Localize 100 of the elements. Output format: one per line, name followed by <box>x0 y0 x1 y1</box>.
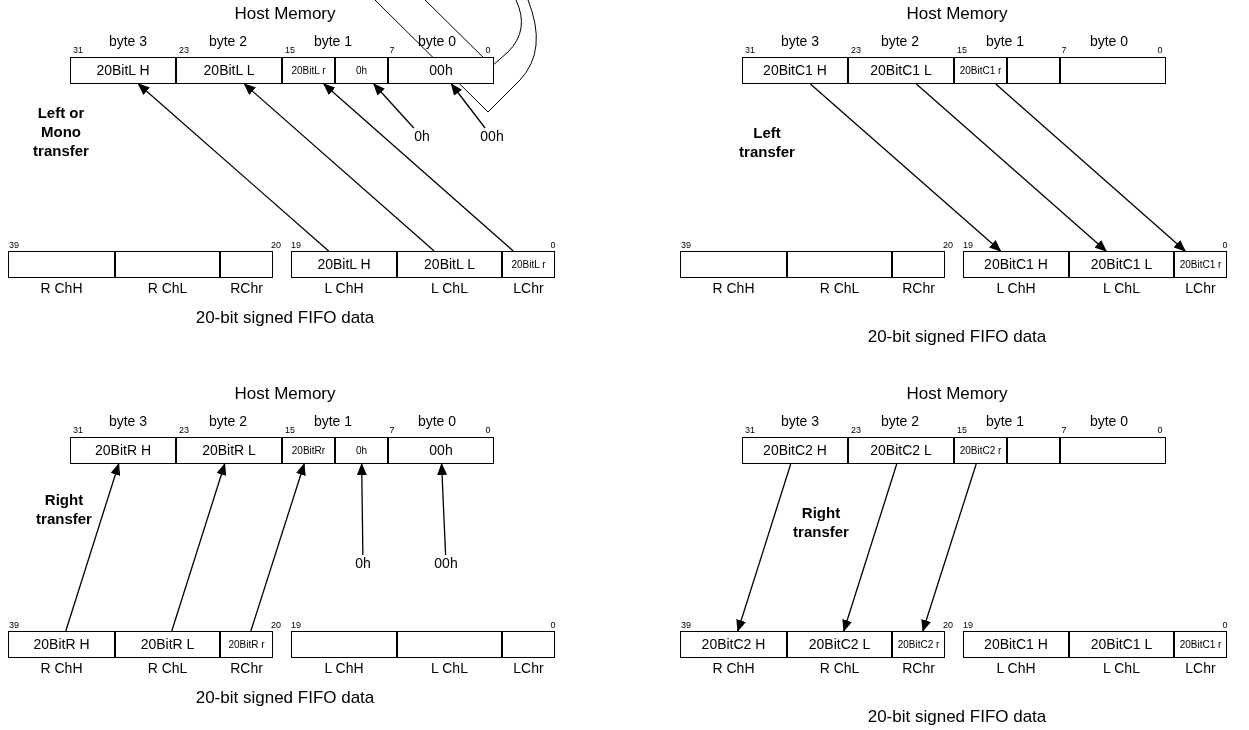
byte-label: byte 1 <box>313 33 353 49</box>
register-field: 20BitC2 L <box>848 437 954 464</box>
channel-label: RChr <box>230 280 263 296</box>
register-field: 20BitR H <box>70 437 176 464</box>
register-field: 20BitC2 r <box>954 437 1007 464</box>
channel-label: R ChH <box>712 280 755 296</box>
channel-label: R ChH <box>40 280 83 296</box>
arrow <box>373 83 415 129</box>
register-field: 20BitC1 H <box>963 631 1069 658</box>
register-field: 20BitC1 H <box>742 57 848 84</box>
channel-label: L ChL <box>431 660 468 676</box>
channel-label: LChr <box>513 660 544 676</box>
channel-label: R ChL <box>819 660 860 676</box>
register-field: 20BitC1 L <box>1069 631 1174 658</box>
section-title: Host Memory <box>906 384 1008 404</box>
register-field: 20BitC1 r <box>954 57 1007 84</box>
transfer-label: Right transfer <box>792 503 850 541</box>
bit-number: 23 <box>179 425 189 435</box>
register-field: 20BitL H <box>291 251 397 278</box>
byte-label: byte 2 <box>880 413 920 429</box>
byte-label: byte 0 <box>417 413 457 429</box>
arrow <box>809 83 1002 252</box>
register-field: 20BitC1 L <box>1069 251 1174 278</box>
bit-number: 23 <box>851 425 861 435</box>
arrow <box>842 463 898 632</box>
register-field <box>115 251 220 278</box>
bit-number: 7 <box>1061 45 1067 55</box>
bit-number: 19 <box>963 620 973 630</box>
channel-label: R ChL <box>147 660 188 676</box>
bit-number: 19 <box>291 620 301 630</box>
byte-label: byte 3 <box>108 33 148 49</box>
byte-label: byte 0 <box>1089 413 1129 429</box>
channel-label: RChr <box>902 660 935 676</box>
register-field <box>1007 437 1060 464</box>
register-field <box>892 251 945 278</box>
register-field: 20BitC1 r <box>1174 631 1227 658</box>
byte-label: byte 3 <box>780 33 820 49</box>
bit-number: 7 <box>389 45 395 55</box>
channel-label: LChr <box>1185 660 1216 676</box>
bit-number: 7 <box>1061 425 1067 435</box>
register-field: 20BitR r <box>220 631 273 658</box>
transfer-label: Right transfer <box>35 490 93 528</box>
register-field <box>220 251 273 278</box>
byte-label: byte 2 <box>208 413 248 429</box>
register-field: 20BitL L <box>176 57 282 84</box>
register-field <box>1007 57 1060 84</box>
bit-number: 23 <box>851 45 861 55</box>
register-field: 20BitR L <box>115 631 220 658</box>
byte-label: byte 3 <box>780 413 820 429</box>
byte-label: byte 1 <box>985 413 1025 429</box>
channel-label: L ChL <box>1103 280 1140 296</box>
register-field: 00h <box>388 57 494 84</box>
arrow <box>736 463 792 632</box>
byte-label: byte 1 <box>985 33 1025 49</box>
section-title: Host Memory <box>234 4 336 24</box>
register-field <box>8 251 115 278</box>
value-label: 00h <box>474 128 510 146</box>
arrow <box>65 463 121 632</box>
register-field <box>1060 437 1166 464</box>
bit-number: 15 <box>285 425 295 435</box>
register-field: 00h <box>388 437 494 464</box>
value-label: 00h <box>428 555 464 573</box>
register-field: 20BitL L <box>397 251 502 278</box>
channel-label: LChr <box>513 280 544 296</box>
register-field: 20BitC1 H <box>963 251 1069 278</box>
transfer-label: Left or Mono transfer <box>32 103 90 160</box>
bit-number: 7 <box>389 425 395 435</box>
arrow <box>356 463 367 556</box>
channel-label: L ChL <box>431 280 468 296</box>
register-field: 20BitC1 L <box>848 57 954 84</box>
bit-number: 15 <box>285 45 295 55</box>
register-field <box>680 251 787 278</box>
channel-label: L ChH <box>996 280 1036 296</box>
bit-number: 20 <box>943 240 953 250</box>
bit-number: 19 <box>291 240 301 250</box>
value-label: 0h <box>345 555 381 573</box>
transfer-label: Left transfer <box>738 123 796 161</box>
arrow <box>921 463 977 632</box>
register-field: 20BitL r <box>502 251 555 278</box>
section-title: Host Memory <box>234 384 336 404</box>
arrow <box>915 83 1107 252</box>
register-field: 20BitC2 r <box>892 631 945 658</box>
value-label: 0h <box>404 128 440 146</box>
channel-label: L ChH <box>324 280 364 296</box>
arrow <box>137 83 330 252</box>
arrow <box>243 83 435 252</box>
channel-label: L ChH <box>996 660 1036 676</box>
caption: 20-bit signed FIFO data <box>867 707 1047 727</box>
bit-number: 15 <box>957 45 967 55</box>
register-field: 20BitC1 r <box>1174 251 1227 278</box>
bit-number: 15 <box>957 425 967 435</box>
byte-label: byte 0 <box>1089 33 1129 49</box>
caption: 20-bit signed FIFO data <box>195 308 375 328</box>
channel-label: R ChL <box>147 280 188 296</box>
register-field: 20BitC2 H <box>742 437 848 464</box>
bit-number: 20 <box>271 240 281 250</box>
bit-number: 23 <box>179 45 189 55</box>
channel-label: RChr <box>902 280 935 296</box>
channel-label: L ChH <box>324 660 364 676</box>
channel-label: R ChL <box>819 280 860 296</box>
